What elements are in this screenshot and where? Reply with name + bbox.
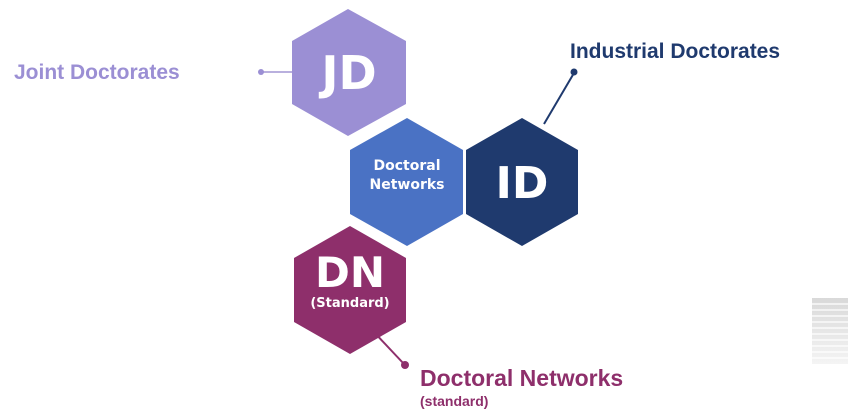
- label-industrial-doctorates: Industrial Doctorates: [570, 40, 780, 63]
- label-doctoral-networks-sub: (standard): [420, 393, 488, 409]
- hexagon-id-shape: [466, 118, 578, 246]
- hexagon-doctoral-networks-shape: [350, 118, 463, 246]
- hexagon-doctoral-networks: Doctoral Networks: [350, 118, 463, 246]
- hexagon-jd-shape: [292, 9, 406, 136]
- label-joint-doctorates: Joint Doctorates: [14, 61, 180, 84]
- hexagon-dn-title: DN: [315, 248, 385, 297]
- hexagon-id: ID: [466, 118, 578, 246]
- hexagon-jd-title: JD: [318, 46, 376, 100]
- connector-industrial-dot: [570, 68, 578, 76]
- hexagon-jd: JD: [292, 9, 406, 136]
- connector-joint-dot: [258, 69, 264, 75]
- hexagon-doctoral-networks-line2: Networks: [369, 177, 444, 193]
- connector-doctoral-networks-line: [371, 329, 405, 365]
- hexagon-id-title: ID: [496, 158, 549, 209]
- connector-doctoral-networks-dot: [401, 361, 409, 369]
- connector-industrial: [543, 68, 578, 125]
- corner-striped-graphic: [812, 298, 848, 364]
- hexagon-doctoral-networks-line1: Doctoral: [374, 158, 441, 174]
- hexagon-dn-standard: DN (Standard): [294, 226, 406, 354]
- hexagon-dn-standard-shape: [294, 226, 406, 354]
- hexagon-dn-subtitle: (Standard): [310, 296, 389, 311]
- connector-doctoral-networks: [371, 329, 409, 369]
- label-doctoral-networks: Doctoral Networks: [420, 365, 623, 391]
- connector-joint: [258, 69, 292, 75]
- connector-industrial-line: [543, 72, 575, 125]
